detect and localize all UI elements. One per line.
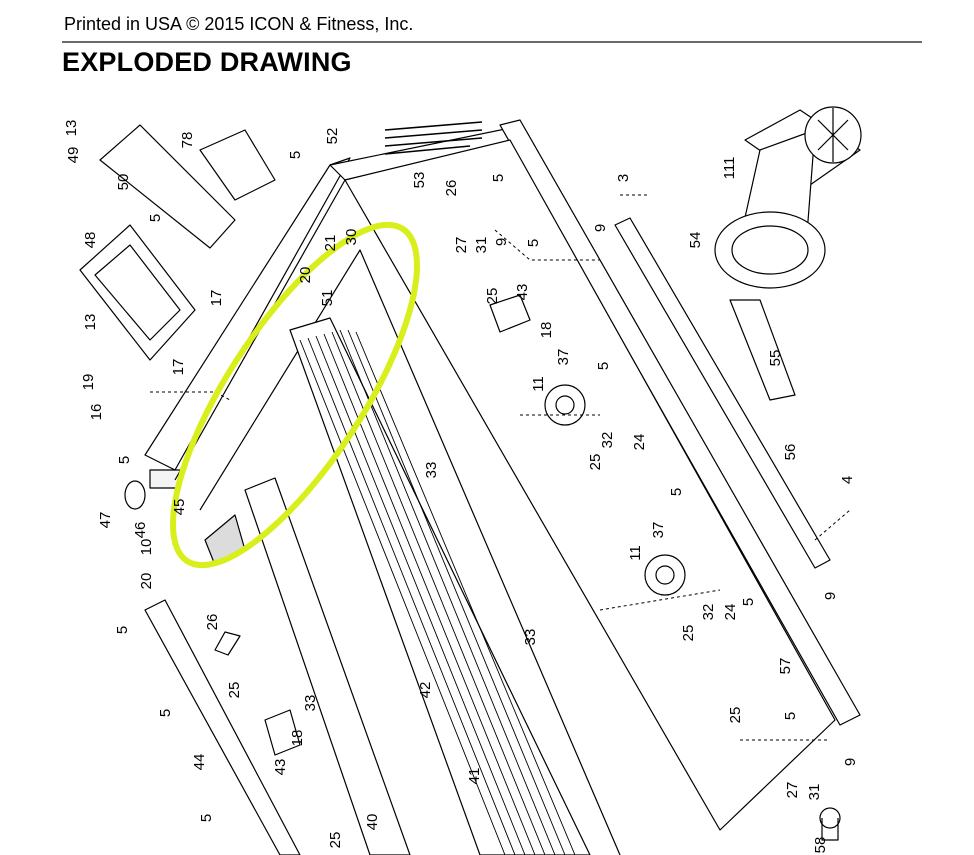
part-label-49: 49 [65, 147, 82, 164]
part-label-5: 5 [740, 598, 757, 606]
part-label-5: 5 [287, 151, 304, 159]
part-label-20: 20 [297, 267, 314, 284]
tread-slats [299, 329, 576, 855]
part-label-24: 24 [631, 434, 648, 451]
part-label-37: 37 [650, 522, 667, 539]
part-label-25: 25 [484, 288, 501, 305]
part-label-9: 9 [842, 758, 859, 766]
part-label-9: 9 [822, 592, 839, 600]
part-label-5: 5 [116, 456, 133, 464]
part-label-9: 9 [592, 224, 609, 232]
part-label-18: 18 [538, 322, 555, 339]
part-label-37: 37 [555, 349, 572, 366]
part-label-5: 5 [157, 709, 174, 717]
part-label-17: 17 [208, 290, 225, 307]
part-label-33: 33 [423, 462, 440, 479]
part-label-31: 31 [806, 784, 823, 801]
part-label-17: 17 [170, 359, 187, 376]
part-label-41: 41 [466, 768, 483, 785]
part-label-33: 33 [302, 695, 319, 712]
part-label-24: 24 [722, 604, 739, 621]
part-label-27: 27 [453, 237, 470, 254]
part-label-5: 5 [668, 488, 685, 496]
printed-line: Printed in USA © 2015 ICON & Fitness, In… [64, 14, 414, 34]
part-label-5: 5 [782, 712, 799, 720]
part-label-40: 40 [364, 814, 381, 831]
part-label-47: 47 [97, 512, 114, 529]
part-label-10: 10 [138, 539, 155, 556]
part-label-27: 27 [784, 782, 801, 799]
part-label-53: 53 [411, 172, 428, 189]
part-label-18: 18 [289, 730, 306, 747]
part-label-3: 3 [615, 174, 632, 182]
part-label-13: 13 [82, 314, 99, 331]
leader-dashes [150, 194, 851, 741]
part-label-51: 51 [319, 290, 336, 307]
part-label-42: 42 [417, 682, 434, 699]
part-label-50: 50 [115, 174, 132, 191]
part-label-56: 56 [782, 444, 799, 461]
part-label-4: 4 [839, 476, 856, 484]
part-label-32: 32 [700, 604, 717, 621]
part-label-48: 48 [82, 232, 99, 249]
part-label-5: 5 [525, 239, 542, 247]
part-label-21: 21 [322, 235, 339, 252]
part-label-46: 46 [132, 522, 149, 539]
part-label-45: 45 [171, 499, 188, 516]
part-label-11: 11 [530, 376, 547, 392]
part-label-31: 31 [473, 237, 490, 254]
part-label-78: 78 [179, 132, 196, 149]
part-label-25: 25 [226, 682, 243, 699]
part-label-25: 25 [727, 707, 744, 724]
part-label-13: 13 [63, 120, 80, 137]
frame-linework [79, 106, 862, 855]
part-label-57: 57 [777, 658, 794, 675]
part-label-52: 52 [324, 128, 341, 145]
part-label-5: 5 [595, 362, 612, 370]
part-label-44: 44 [191, 754, 208, 771]
part-label-25: 25 [327, 832, 344, 849]
part-label-5: 5 [198, 814, 215, 822]
part-label-54: 54 [687, 232, 704, 249]
part-label-5: 5 [147, 214, 164, 222]
part-label-5: 5 [490, 174, 507, 182]
part-label-5: 5 [114, 626, 131, 634]
part-label-26: 26 [204, 614, 221, 631]
part-label-25: 25 [587, 454, 604, 471]
part-label-33: 33 [522, 629, 539, 646]
part-label-26: 26 [443, 180, 460, 197]
part-label-55: 55 [767, 350, 784, 367]
part-label-16: 16 [88, 404, 105, 421]
part-label-111: 111 [721, 157, 738, 180]
part-label-11: 11 [627, 545, 644, 561]
part-label-25: 25 [680, 625, 697, 642]
highlight-ellipse [170, 221, 420, 569]
part-label-58: 58 [812, 837, 829, 854]
part-label-20: 20 [138, 573, 155, 590]
part-label-9: 9 [493, 238, 510, 246]
part-label-32: 32 [599, 432, 616, 449]
part-label-30: 30 [343, 229, 360, 246]
part-label-43: 43 [272, 759, 289, 776]
part-label-43: 43 [514, 284, 531, 301]
part-label-19: 19 [80, 374, 97, 391]
header-divider [62, 41, 922, 43]
page-title: EXPLODED DRAWING [62, 47, 352, 77]
